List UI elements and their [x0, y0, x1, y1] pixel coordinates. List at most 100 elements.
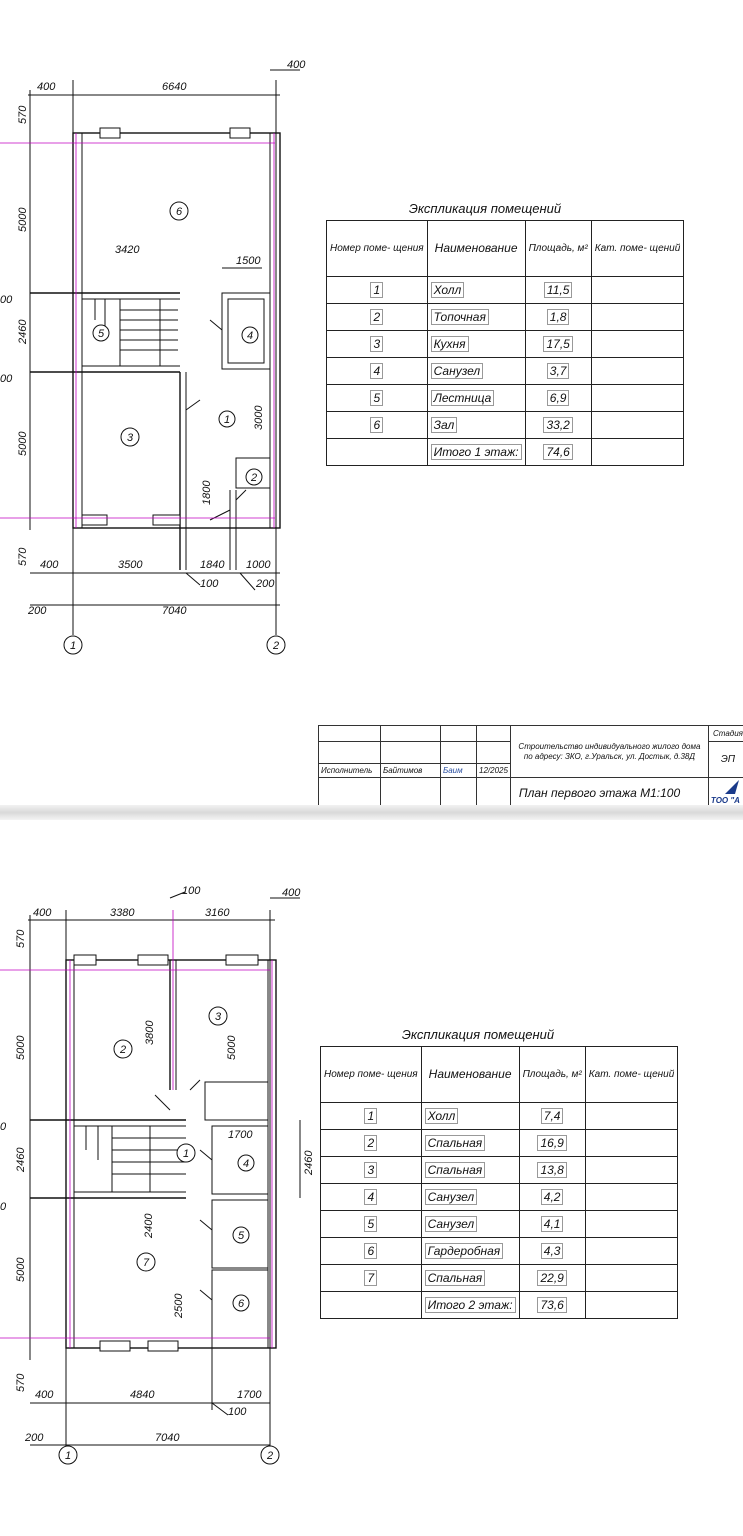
room-area: 13,8 — [518, 1156, 586, 1184]
room-category — [584, 1102, 679, 1130]
room-name: Кухня — [426, 330, 526, 358]
col-header-cat: Кат. поме- щений — [584, 1046, 679, 1103]
dim-label: 5000 — [226, 1035, 238, 1060]
room-number: 3 — [320, 1156, 422, 1184]
col-header-name: Наименование — [420, 1046, 520, 1103]
dim-label: 7040 — [162, 605, 187, 617]
dim-label: 400 — [35, 1389, 54, 1401]
dim-label: 2460 — [303, 1150, 315, 1176]
dim-label: 5000 — [17, 431, 29, 456]
room-number: 6 — [320, 1237, 422, 1265]
dim-label: 100 — [182, 885, 201, 897]
col-header-cat: Кат. поме- щений — [590, 220, 685, 277]
room-name: Санузел — [426, 357, 526, 385]
dim-label: 3160 — [205, 907, 230, 919]
room-number: 2 — [326, 303, 428, 331]
dim-label: 400 — [40, 559, 59, 571]
room-name: Спальная — [420, 1264, 520, 1292]
role-label: Исполнитель — [318, 763, 381, 778]
room-name: Спальная — [420, 1129, 520, 1157]
dim-label: 200 — [27, 605, 47, 617]
dim-label: 200 — [255, 578, 275, 590]
room-area: 4,2 — [518, 1183, 586, 1211]
room-name: Холл — [420, 1102, 520, 1130]
room-name: Холл — [426, 276, 526, 304]
dim-label: 570 — [15, 929, 27, 948]
dim-label: 100 — [200, 578, 219, 590]
date: 12/2025 — [476, 763, 511, 778]
dim-label: 1500 — [236, 255, 261, 267]
room-name: Топочная — [426, 303, 526, 331]
col-header-area: Площадь, м² — [524, 220, 592, 277]
company-name: ТОО "А — [710, 796, 740, 805]
room-area: 3,7 — [524, 357, 592, 385]
dim-label: 100 — [228, 1406, 247, 1418]
room-number: 1 — [326, 276, 428, 304]
axis-label: 2 — [266, 1450, 273, 1462]
executor-name: Байтимов — [380, 763, 441, 778]
room-area: 7,4 — [518, 1102, 586, 1130]
room-number: 1 — [320, 1102, 422, 1130]
room-name: Спальная — [420, 1156, 520, 1184]
room-tag: 6 — [176, 206, 183, 218]
total-area: 73,6 — [518, 1291, 586, 1319]
room-number: 4 — [320, 1183, 422, 1211]
room-area: 1,8 — [524, 303, 592, 331]
dim-label: 1840 — [200, 559, 225, 571]
dim-label: 400 — [282, 887, 301, 899]
room-tag: 2 — [250, 472, 257, 484]
second-floor-sheet: 1 2 1 2 3 4 5 6 7 100 400 400 3380 3160 … — [0, 820, 743, 1536]
room-tag: 2 — [119, 1044, 126, 1056]
explication-title: Экспликация помещений — [408, 201, 562, 216]
dim-label: 3000 — [253, 405, 265, 430]
sheet-title: План первого этажа М1:100 — [509, 777, 709, 805]
room-tag: 1 — [183, 1148, 189, 1160]
room-name: Санузел — [420, 1210, 520, 1238]
room-tag: 7 — [143, 1257, 150, 1269]
dim-label: 2400 — [143, 1213, 155, 1239]
axis-label: 1 — [65, 1450, 71, 1462]
dim-label: 570 — [17, 547, 29, 566]
room-number: 2 — [320, 1129, 422, 1157]
company-logo-icon — [724, 780, 739, 794]
room-category — [584, 1129, 679, 1157]
room-area: 22,9 — [518, 1264, 586, 1292]
dim-label: 3420 — [115, 244, 140, 256]
room-category — [584, 1183, 679, 1211]
dim-label: 200 — [24, 1432, 44, 1444]
first-floor-plan: 1 2 1 2 3 4 5 6 400 6640 400 3420 1500 4… — [0, 59, 306, 655]
room-area: 33,2 — [524, 411, 592, 439]
stage-value: ЭП — [707, 741, 743, 778]
dim-label: 3800 — [144, 1020, 156, 1045]
explication-title: Экспликация помещений — [401, 1027, 555, 1042]
col-header-num: Номер поме- щения — [320, 1046, 422, 1103]
total-label: Итого 2 этаж: — [420, 1291, 520, 1319]
dim-label: 570 — [15, 1373, 27, 1392]
col-header-area: Площадь, м² — [518, 1046, 586, 1103]
room-category — [590, 303, 685, 331]
room-name: Лестница — [426, 384, 526, 412]
col-header-num: Номер поме- щения — [326, 220, 428, 277]
explication-table: Номер поме- щения Наименование Площадь, … — [320, 1046, 679, 1319]
project-description: Строительство индивидуального жилого дом… — [509, 725, 709, 778]
sheet-separator — [0, 805, 743, 820]
dim-label: 0 — [0, 1121, 7, 1133]
room-category — [590, 330, 685, 358]
room-area: 16,9 — [518, 1129, 586, 1157]
col-header-name: Наименование — [426, 220, 526, 277]
dim-label: 7040 — [155, 1432, 180, 1444]
room-category — [590, 357, 685, 385]
dim-label: 1800 — [201, 480, 213, 505]
dim-label: 2460 — [15, 1147, 27, 1173]
room-category — [590, 276, 685, 304]
